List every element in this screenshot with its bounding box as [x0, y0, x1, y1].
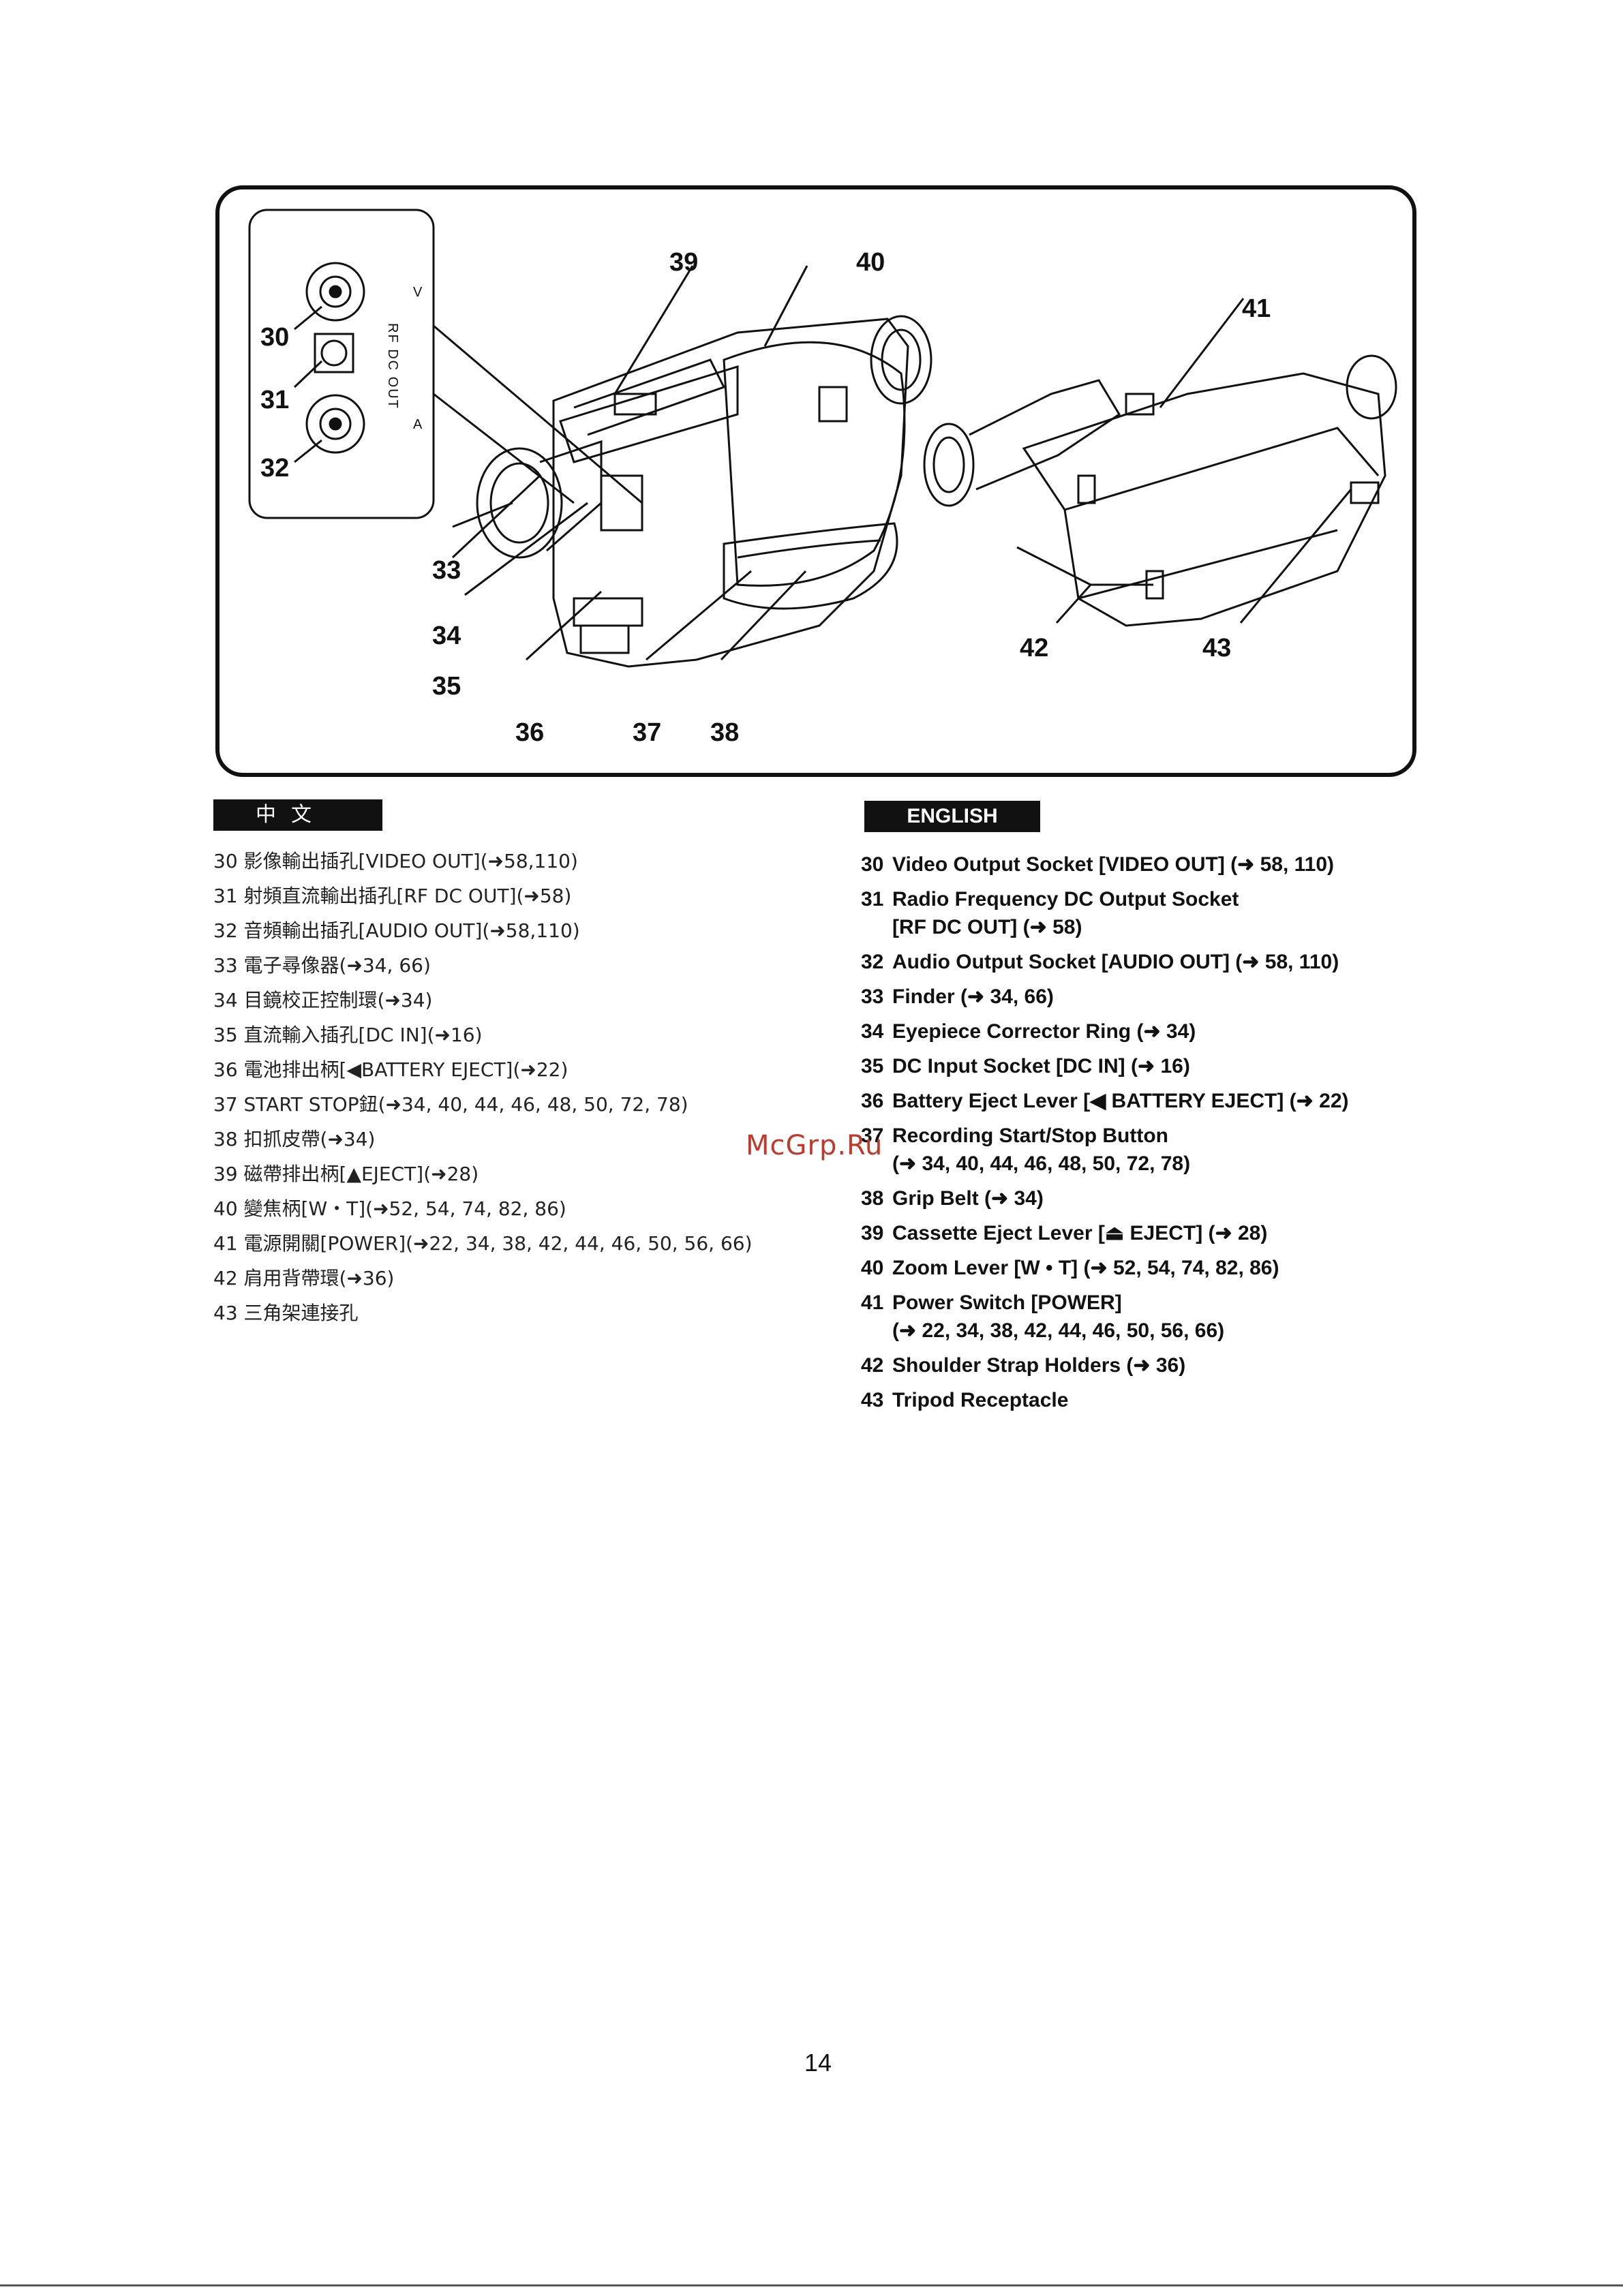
right-camcorder-body [1022, 372, 1386, 627]
callout-35: 35 [432, 672, 461, 701]
right-lens-hood [1346, 354, 1397, 420]
callout-30: 30 [260, 323, 290, 352]
socket-label-video: V [413, 285, 423, 300]
cn-item-34: 34 目鏡校正控制環(➜34) [213, 989, 433, 1011]
callout-33: 33 [432, 556, 461, 585]
cn-item-41: 41 電源開關[POWER](➜22, 34, 38, 42, 44, 46, … [213, 1232, 753, 1255]
left-lens-hood [870, 315, 932, 405]
chinese-section-header: 中文 [213, 799, 382, 831]
page-number: 14 [804, 2049, 832, 2077]
callout-34: 34 [432, 622, 461, 650]
cn-item-36: 36 電池排出柄[◀BATTERY EJECT](➜22) [213, 1058, 568, 1081]
left-finder-eyepiece [476, 447, 563, 559]
callout-31: 31 [260, 386, 290, 414]
zoom-lever [818, 386, 848, 423]
callout-32: 32 [260, 454, 290, 483]
callout-43: 43 [1202, 634, 1232, 662]
cn-item-38: 38 扣抓皮帶(➜34) [213, 1128, 376, 1150]
cn-item-37: 37 START STOP鈕(➜34, 40, 44, 46, 48, 50, … [213, 1093, 688, 1116]
callout-40: 40 [856, 248, 885, 277]
callout-37: 37 [633, 718, 662, 747]
cn-item-35: 35 直流輸入插孔[DC IN](➜16) [213, 1024, 483, 1046]
callout-42: 42 [1020, 634, 1049, 662]
power-switch [1125, 393, 1155, 416]
callout-36: 36 [515, 718, 545, 747]
grip-belt [723, 522, 898, 610]
socket-inset-panel [248, 209, 435, 519]
tripod-receptacle-area [1350, 481, 1380, 504]
callout-41: 41 [1242, 294, 1271, 323]
callout-39: 39 [669, 248, 699, 277]
watermark: McGrp.Ru [746, 1130, 883, 1161]
bottom-rule [0, 2284, 1623, 2286]
cn-item-33: 33 電子尋像器(➜34, 66) [213, 954, 431, 977]
english-section-header: ENGLISH [864, 801, 1040, 832]
cn-item-30: 30 影像輸出插孔[VIDEO OUT](➜58,110) [213, 850, 578, 872]
rf-dc-out-socket [314, 333, 354, 373]
callout-38: 38 [710, 718, 740, 747]
socket-label-audio: A [413, 417, 423, 432]
video-out-socket [305, 262, 365, 322]
cn-item-43: 43 三角架連接孔 [213, 1302, 359, 1324]
left-camcorder-body [552, 318, 909, 668]
socket-label-rf-dc-out: RF DC OUT [385, 323, 400, 410]
cn-item-42: 42 肩用背帶環(➜36) [213, 1267, 395, 1289]
battery-eject-lever [573, 597, 643, 627]
camcorder-illustration [248, 209, 1397, 668]
strap-holder-left [1077, 474, 1096, 504]
right-finder-eyepiece [923, 423, 975, 507]
cassette-eject-lever [613, 393, 657, 416]
side-panel [600, 474, 643, 532]
camcorder-diagram: 30 31 32 33 34 35 36 37 38 39 40 41 42 4… [215, 185, 1416, 777]
cn-item-40: 40 變焦柄[W・T](➜52, 54, 74, 82, 86) [213, 1197, 566, 1220]
audio-out-socket [305, 394, 365, 454]
cn-item-39: 39 磁帶排出柄[▲EJECT](➜28) [213, 1163, 479, 1185]
cn-item-31: 31 射頻直流輸出插孔[RF DC OUT](➜58) [213, 885, 572, 907]
cn-item-32: 32 音頻輸出插孔[AUDIO OUT](➜58,110) [213, 919, 580, 942]
chinese-parts-list: 30 影像輸出插孔[VIDEO OUT](➜58,110) 31 射頻直流輸出插… [213, 848, 813, 1334]
